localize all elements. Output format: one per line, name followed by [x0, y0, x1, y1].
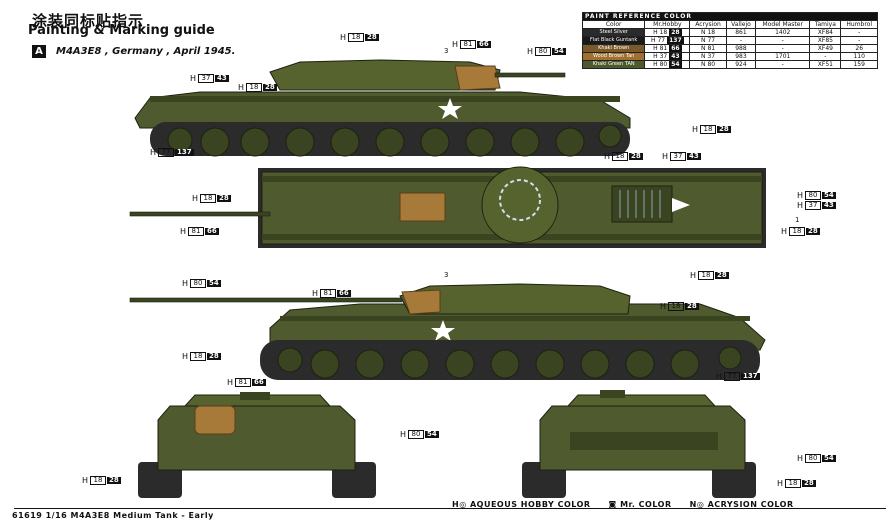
acrysion-number: 18	[707, 29, 716, 36]
scheme-tag: A	[32, 45, 46, 58]
vallejo-code: 924	[725, 60, 757, 69]
mrhobby-number: 80	[659, 61, 668, 68]
mr-color-number: 54	[669, 61, 682, 68]
acrysion-number: 81	[707, 45, 716, 52]
mr-color-number: 43	[669, 53, 682, 60]
paint-legend: H◎ AQUEOUS HOBBY COLOR ◙ Mr. COLOR N◎ AC…	[452, 500, 794, 509]
mr-color-number: 28	[669, 29, 682, 36]
mr-color-number: 137	[667, 37, 684, 44]
legend-aqueous: H◎ AQUEOUS HOBBY COLOR	[452, 500, 591, 509]
side-view-left	[134, 59, 631, 157]
scheme-label: A M4A3E8 , Germany , April 1945.	[32, 45, 235, 58]
paint-swatch: Khaki Green TAN	[581, 60, 646, 69]
marker-number: 3	[444, 47, 449, 55]
page-title: Painting & Marking guide	[28, 23, 215, 38]
mrhobby-number: 37	[659, 53, 668, 60]
marker-number: 1	[795, 216, 800, 224]
acrysion-number: 80	[707, 61, 716, 68]
paint-reference-table: PAINT REFERENCE COLOR Color Mr.Hobby Acr…	[581, 12, 878, 69]
humbrol-code: 159	[840, 60, 878, 69]
title-chinese: 涂装同标贴指示	[32, 12, 145, 30]
side-view-right	[129, 283, 766, 380]
top-view	[129, 166, 766, 248]
scheme-text: M4A3E8 , Germany , April 1945.	[56, 46, 236, 57]
marker-number: 3	[444, 271, 449, 279]
mrhobby-number: 18	[659, 29, 668, 36]
front-view	[138, 392, 376, 498]
rear-view	[522, 390, 756, 498]
mrhobby-number: 81	[659, 45, 668, 52]
footer-product-line: 61619 1/16 M4A3E8 Medium Tank - Early	[12, 511, 214, 520]
page-frame	[14, 8, 886, 509]
legend-acrysion: N◎ ACRYSION COLOR	[689, 500, 794, 509]
acrysion-number: 37	[707, 53, 716, 60]
mr-color-number: 66	[669, 45, 682, 52]
acrysion-number: 77	[707, 37, 716, 44]
tamiya-code: XF51	[809, 60, 842, 69]
legend-mr-color: ◙ Mr. COLOR	[608, 500, 672, 509]
mrhobby-number: 77	[657, 37, 666, 44]
